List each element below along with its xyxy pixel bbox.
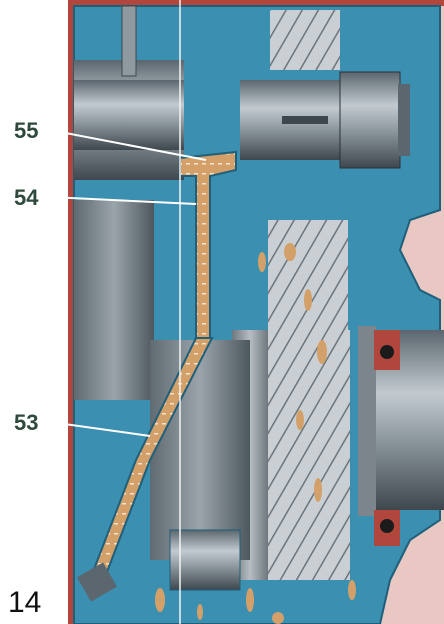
top-bolt bbox=[121, 5, 137, 77]
shaft-nut bbox=[339, 71, 401, 169]
leader-line-55 bbox=[49, 129, 207, 161]
seal-ring-bottom bbox=[380, 519, 394, 533]
callout-53: 53 bbox=[14, 410, 39, 435]
callout-54: 54 bbox=[14, 185, 39, 210]
seal-ring-top bbox=[380, 345, 394, 359]
oil-fitting bbox=[77, 562, 117, 602]
lower-gear bbox=[266, 330, 350, 580]
left-shaft bbox=[74, 80, 184, 150]
leader-line-54 bbox=[49, 196, 197, 205]
upper-gear bbox=[268, 220, 348, 330]
main-body bbox=[150, 340, 250, 560]
leader-line-53 bbox=[49, 421, 151, 437]
left-lower-block bbox=[74, 200, 154, 400]
bottom-bearing bbox=[169, 529, 241, 591]
page-number: 14 bbox=[8, 586, 42, 619]
shaft-slot bbox=[282, 116, 328, 124]
right-collar bbox=[358, 326, 376, 516]
frame-border bbox=[68, 0, 74, 624]
callout-55: 55 bbox=[14, 118, 39, 143]
upper-gear-top bbox=[270, 10, 340, 70]
frame-border-top bbox=[68, 0, 444, 6]
bolt-head bbox=[398, 84, 410, 156]
oil-droplets bbox=[155, 243, 356, 624]
